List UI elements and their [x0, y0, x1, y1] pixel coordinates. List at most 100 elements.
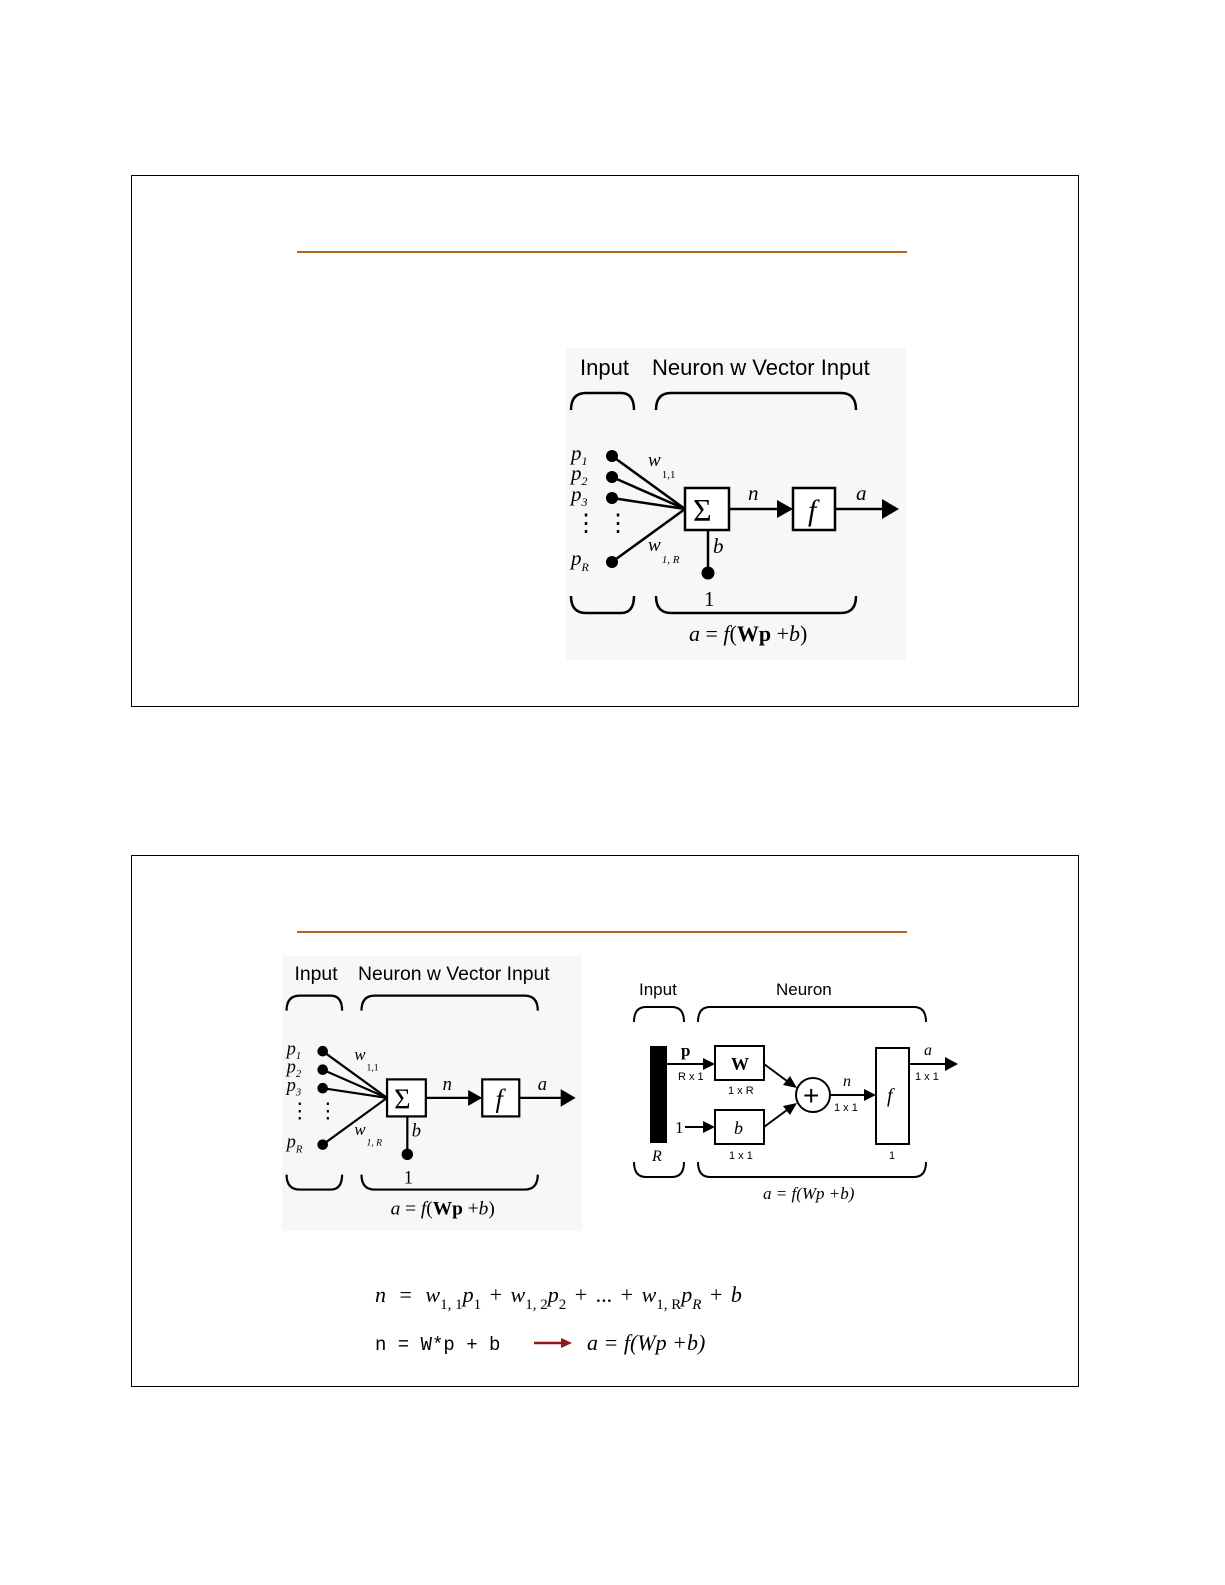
b-label: b: [412, 1122, 421, 1142]
a-arrowhead: [945, 1057, 958, 1071]
input-brace-bottom: [285, 1174, 344, 1191]
f-label: f: [887, 1085, 895, 1107]
a-label: a: [924, 1042, 932, 1059]
input-brace-top: [569, 391, 636, 411]
weight-line-2: [611, 475, 686, 511]
code-formula: n = W*p + b: [375, 1334, 500, 1356]
W-dim: 1 x R: [728, 1085, 754, 1097]
weighted-sum-formula: n = w1, 1p1 + w1, 2p2 + ... + w1, RpR + …: [375, 1282, 742, 1314]
input-vector-bar: [650, 1046, 667, 1143]
summation-box: [683, 486, 731, 532]
neuron-diagram: Input Neuron w Vector Input p1 p2 p3 ⋮ p…: [566, 348, 906, 660]
neuron-brace-bottom: [360, 1174, 539, 1191]
W-box: [714, 1045, 765, 1081]
matrix-neuron-label: Neuron: [776, 980, 832, 999]
n-label: n: [843, 1073, 851, 1090]
one-label: 1: [404, 1168, 413, 1188]
a-label: a: [538, 1075, 547, 1095]
b-label: b: [713, 534, 724, 558]
w1R-label: w1, R: [354, 1120, 382, 1149]
p3-label: p3: [285, 1076, 302, 1098]
dots-right: ⋮: [317, 1098, 338, 1122]
neuron-equation: a = f(Wp +b): [689, 621, 807, 646]
neuron-brace-top: [654, 391, 858, 411]
n-arrowhead: [777, 500, 793, 518]
one-label: 1: [704, 587, 715, 611]
p2-label: p2: [569, 461, 588, 488]
title-rule: [297, 251, 907, 253]
dots-right: ⋮: [606, 511, 630, 537]
R-label: R: [651, 1148, 662, 1165]
pR-label: pR: [569, 546, 590, 574]
weight-line-R: [322, 1097, 388, 1146]
diagram-background: [282, 956, 582, 1231]
output-formula: a = f(Wp +b): [587, 1330, 705, 1355]
dots-left: ⋮: [289, 1098, 310, 1122]
weight-line-3: [611, 496, 686, 511]
slide-2: Input Neuron w Vector Input p1 p2 p3 ⋮ p…: [131, 855, 1079, 1387]
p3-label: p3: [569, 482, 588, 509]
neuron-brace-bottom: [654, 595, 858, 615]
neuron-label: Neuron w Vector Input: [652, 355, 870, 380]
input-label: Input: [580, 355, 629, 380]
plus-symbol: +: [803, 1080, 819, 1111]
implies-arrowhead: [561, 1338, 572, 1348]
w1R-label: w1, R: [648, 535, 680, 566]
weight-line-1: [611, 454, 686, 511]
bias-dot: [401, 1148, 414, 1161]
neuron-label: Neuron w Vector Input: [358, 963, 550, 985]
bias-dot: [701, 566, 715, 580]
one-arrowhead: [703, 1121, 715, 1133]
sigma-symbol: Σ: [693, 492, 712, 528]
n-arrowhead: [864, 1089, 876, 1101]
n-dim: 1 x 1: [834, 1102, 858, 1114]
matrix-neuron-diagram: Input Neuron R p R x 1 W 1 x R 1 b 1 x 1…: [633, 980, 958, 1203]
summation-box: [385, 1078, 427, 1118]
a-arrowhead: [560, 1089, 576, 1107]
diagram-background: [566, 348, 906, 660]
sigma-symbol: Σ: [394, 1084, 410, 1115]
matrix-input-brace-top: [633, 1006, 685, 1023]
matrix-equation: a = f(Wp +b): [763, 1184, 855, 1203]
matrix-neuron-brace-top: [697, 1006, 927, 1023]
f-symbol: f: [495, 1084, 506, 1114]
a-dim: 1 x 1: [915, 1071, 939, 1083]
p1-label: p1: [569, 441, 588, 468]
one-input-label: 1: [675, 1118, 684, 1137]
weight-line-R: [611, 507, 686, 564]
p2-label: p2: [285, 1057, 302, 1079]
weight-line-3: [322, 1087, 388, 1099]
p-label: p: [681, 1041, 690, 1060]
b-box: [714, 1109, 765, 1145]
neuron-brace-top: [360, 994, 539, 1011]
pR-label: pR: [285, 1132, 303, 1155]
input-brace-top: [285, 994, 344, 1011]
slide-1: Input Neuron w Vector Input p1 p2 p3 ⋮ p…: [131, 175, 1079, 707]
f-box: [875, 1047, 910, 1145]
matrix-input-label: Input: [639, 980, 677, 999]
neuron-diagram-small: Input Neuron w Vector Input p1 p2 p3 ⋮ p…: [282, 956, 582, 1231]
b-label: b: [734, 1118, 743, 1138]
matrix-neuron-brace-bottom: [697, 1161, 927, 1178]
input-dot-3: [317, 1082, 328, 1094]
a-arrowhead: [882, 499, 899, 519]
W-to-sum-arrowhead: [783, 1076, 797, 1088]
w11-label: w1,1: [354, 1045, 378, 1074]
p-dim: R x 1: [678, 1071, 704, 1083]
title-rule: [297, 931, 907, 933]
w11-label: w1,1: [648, 450, 675, 481]
p1-label: p1: [285, 1040, 302, 1062]
W-label: W: [731, 1054, 749, 1074]
n-label: n: [443, 1075, 452, 1095]
f-dim: 1: [889, 1150, 895, 1162]
n-label: n: [748, 481, 759, 505]
n-arrowhead: [468, 1089, 483, 1106]
matrix-input-brace-bottom: [633, 1161, 685, 1178]
input-brace-bottom: [569, 595, 636, 615]
p-arrowhead: [703, 1058, 715, 1070]
b-to-sum-arrowhead: [783, 1103, 797, 1115]
transfer-box: [791, 486, 837, 532]
a-label: a: [856, 481, 867, 505]
b-dim: 1 x 1: [729, 1150, 753, 1162]
weight-line-1: [322, 1050, 388, 1099]
